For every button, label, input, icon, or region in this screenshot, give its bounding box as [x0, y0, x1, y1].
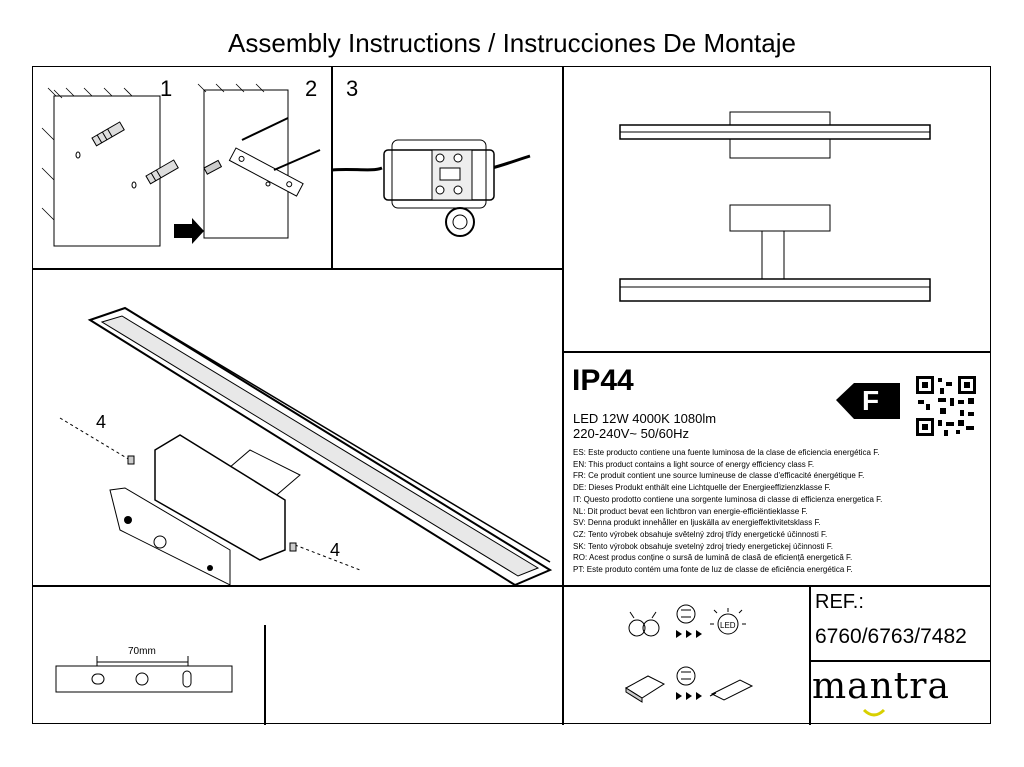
- ip-rating: IP44: [572, 364, 634, 397]
- step-1-illustration: [41, 87, 204, 247]
- step-2-number: 2: [305, 76, 318, 101]
- energy-statements: ES: Este producto contiene una fuente lu…: [573, 447, 882, 576]
- driver-box-icon: [709, 679, 754, 701]
- step-2-illustration: [197, 83, 321, 239]
- callout-left: 4: [96, 412, 107, 432]
- lamp-assembly-illustration: [59, 306, 553, 587]
- ref-codes: 6760/6763/7482: [815, 625, 967, 648]
- step-3-junction-box: [331, 139, 531, 237]
- energy-statement-line: PT: Este produto contém uma fonte de luz…: [573, 565, 853, 575]
- instruction-frame: [32, 66, 991, 725]
- energy-statement-line: CZ: Tento výrobek obsahuje světelný zdro…: [573, 529, 828, 539]
- lamp-side-view: [619, 204, 931, 302]
- energy-statement-line: DE: Dieses Produkt enthält eine Lichtque…: [573, 483, 831, 493]
- page-title: Assembly Instructions / Instrucciones De…: [228, 28, 796, 58]
- energy-statement-line: IT: Questo prodotto contiene una sorgent…: [573, 494, 883, 504]
- step-3-number: 3: [346, 76, 359, 101]
- energy-statement-line: SK: Tento výrobok obsahuje svetelný zdro…: [573, 541, 833, 551]
- svg-text:LED: LED: [720, 621, 736, 630]
- spec-line-1: LED 12W 4000K 1080lm: [573, 411, 717, 426]
- led-icon: LED: [710, 608, 746, 635]
- energy-statement-line: RO: Acest produs conține o sursă de lumi…: [573, 553, 853, 563]
- energy-statement-line: ES: Este producto contiene una fuente lu…: [573, 448, 880, 457]
- energy-class-label: F: [862, 385, 880, 416]
- step-1-number: 1: [160, 76, 173, 101]
- energy-statement-line: EN: This product contains a light source…: [573, 459, 815, 469]
- brand-logo-accent: [862, 708, 886, 717]
- spec-line-2: 220-240V~ 50/60Hz: [573, 426, 690, 441]
- brand-logo: mantra: [812, 666, 950, 707]
- led-replaceable-icon: [628, 611, 660, 637]
- energy-class-arrow-icon: [836, 383, 900, 419]
- dimension-label: 70mm: [128, 646, 156, 657]
- energy-statement-line: NL: Dit product bevat een lichtbron van …: [573, 506, 808, 516]
- technician-icon-2: [676, 666, 702, 700]
- ref-label: REF.:: [815, 591, 864, 613]
- qr-code-icon: [916, 376, 976, 436]
- callout-right: 4: [330, 540, 341, 560]
- technician-icon: [676, 604, 702, 638]
- energy-statement-line: SV: Denna produkt innehåller en ljuskäll…: [573, 518, 821, 528]
- lamp-front-view: [619, 111, 931, 159]
- driver-icon: [625, 675, 666, 703]
- energy-statement-line: FR: Ce produit contient une source lumin…: [573, 471, 865, 481]
- bracket-dimension-drawing: [55, 656, 233, 693]
